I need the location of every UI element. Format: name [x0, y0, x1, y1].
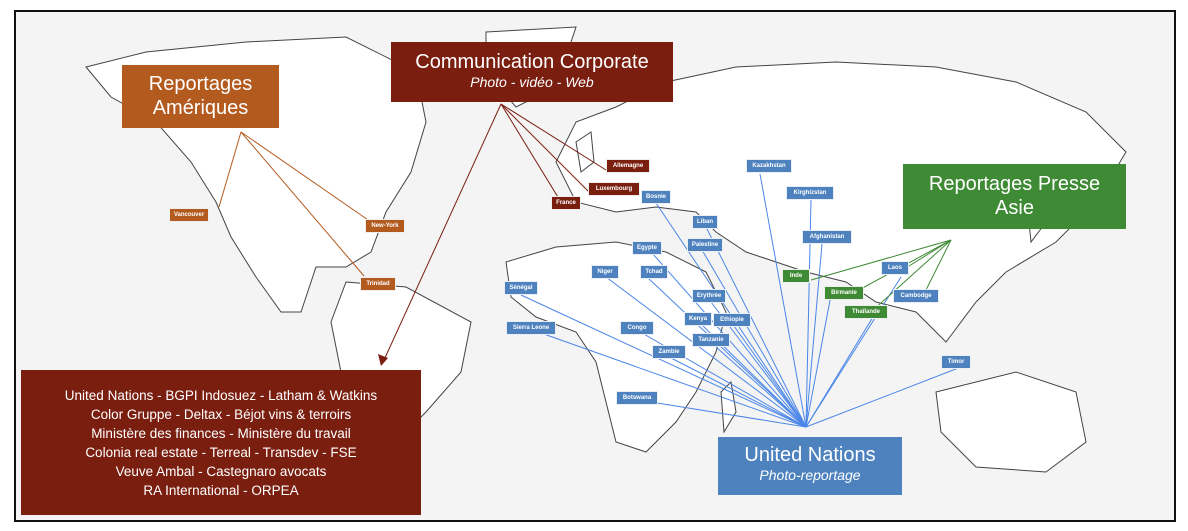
ameriques-connection-lines [218, 131, 372, 277]
corporate-subtitle: Photo - vidéo - Web [470, 74, 594, 90]
country-tag-new-york: New-York [365, 219, 405, 233]
country-tag-kazakhstan: Kazakhstan [746, 159, 792, 173]
client-line: Color Gruppe - Deltax - Béjot vins & ter… [90, 407, 352, 422]
country-tag-luxembourg: Luxembourg [588, 182, 640, 196]
country-tag-thailande: Thaïlande [844, 305, 888, 319]
country-tag-congo: Congo [620, 321, 654, 335]
client-line: United Nations - BGPI Indosuez - Latham … [64, 388, 378, 403]
ameriques-line1: Reportages [148, 73, 253, 95]
country-tag-trinidad: Trinidad [360, 277, 396, 291]
un-subtitle: Photo-reportage [759, 467, 861, 483]
asie-line2: Asie [995, 197, 1034, 219]
country-tag-laos: Laos [881, 261, 909, 275]
country-tag-birmanie: Birmanie [824, 286, 864, 300]
client-line: Veuve Ambal - Castegnaro avocats [115, 464, 327, 479]
clients-box: United Nations - BGPI Indosuez - Latham … [21, 370, 421, 515]
un-connection-lines [520, 173, 962, 428]
country-tag-zambie: Zambie [652, 345, 686, 359]
country-tag-sierra-leone: Sierra Leone [506, 321, 556, 335]
country-tag-france: France [551, 196, 581, 210]
australia-shape [935, 371, 1087, 473]
country-tag-niger: Niger [591, 265, 619, 279]
country-tag-cambodge: Cambodge [893, 289, 939, 303]
country-tag-bosnie: Bosnie [641, 190, 671, 204]
ameriques-line2: Amériques [152, 97, 249, 119]
corporate-connection-lines [383, 103, 607, 361]
un-title: United Nations [744, 444, 876, 466]
asie-label-box: Reportages Presse Asie [903, 164, 1126, 229]
country-tag-ethiopie: Ethiopie [713, 313, 751, 327]
client-line: Colonia real estate - Terreal - Transdev… [85, 445, 357, 460]
map-frame: Communication Corporate Photo - vidéo - … [14, 10, 1176, 522]
country-tag-kirghizstan: Kirghizstan [786, 186, 834, 200]
un-label-box: United Nations Photo-reportage [718, 437, 902, 495]
client-line: Ministère des finances - Ministère du tr… [91, 426, 351, 441]
country-tag-erythree: Erythrée [692, 289, 726, 303]
country-tag-vancouver: Vancouver [169, 208, 209, 222]
country-tag-senegal: Sénégal [504, 281, 538, 295]
asie-line1: Reportages Presse [928, 173, 1101, 195]
country-tag-palestine: Palestine [687, 238, 723, 252]
country-tag-egypte: Egypte [632, 241, 662, 255]
country-tag-inde: Inde [782, 269, 810, 283]
country-tag-liban: Liban [692, 215, 718, 229]
arrow-head [378, 354, 388, 366]
country-tag-botswana: Botswana [616, 391, 658, 405]
country-tag-timor: Timor [941, 355, 971, 369]
country-tag-tchad: Tchad [640, 265, 668, 279]
country-tag-tanzanie: Tanzanie [692, 333, 730, 347]
corporate-title: Communication Corporate [415, 51, 649, 73]
country-tag-kenya: Kenya [684, 312, 712, 326]
corporate-label-box: Communication Corporate Photo - vidéo - … [391, 42, 673, 102]
ameriques-label-box: Reportages Amériques [122, 65, 279, 128]
country-tag-allemagne: Allemagne [606, 159, 650, 173]
madagascar-shape [720, 380, 737, 434]
client-line: RA International - ORPEA [143, 483, 299, 498]
country-tag-afghanistan: Afghanistan [802, 230, 852, 244]
